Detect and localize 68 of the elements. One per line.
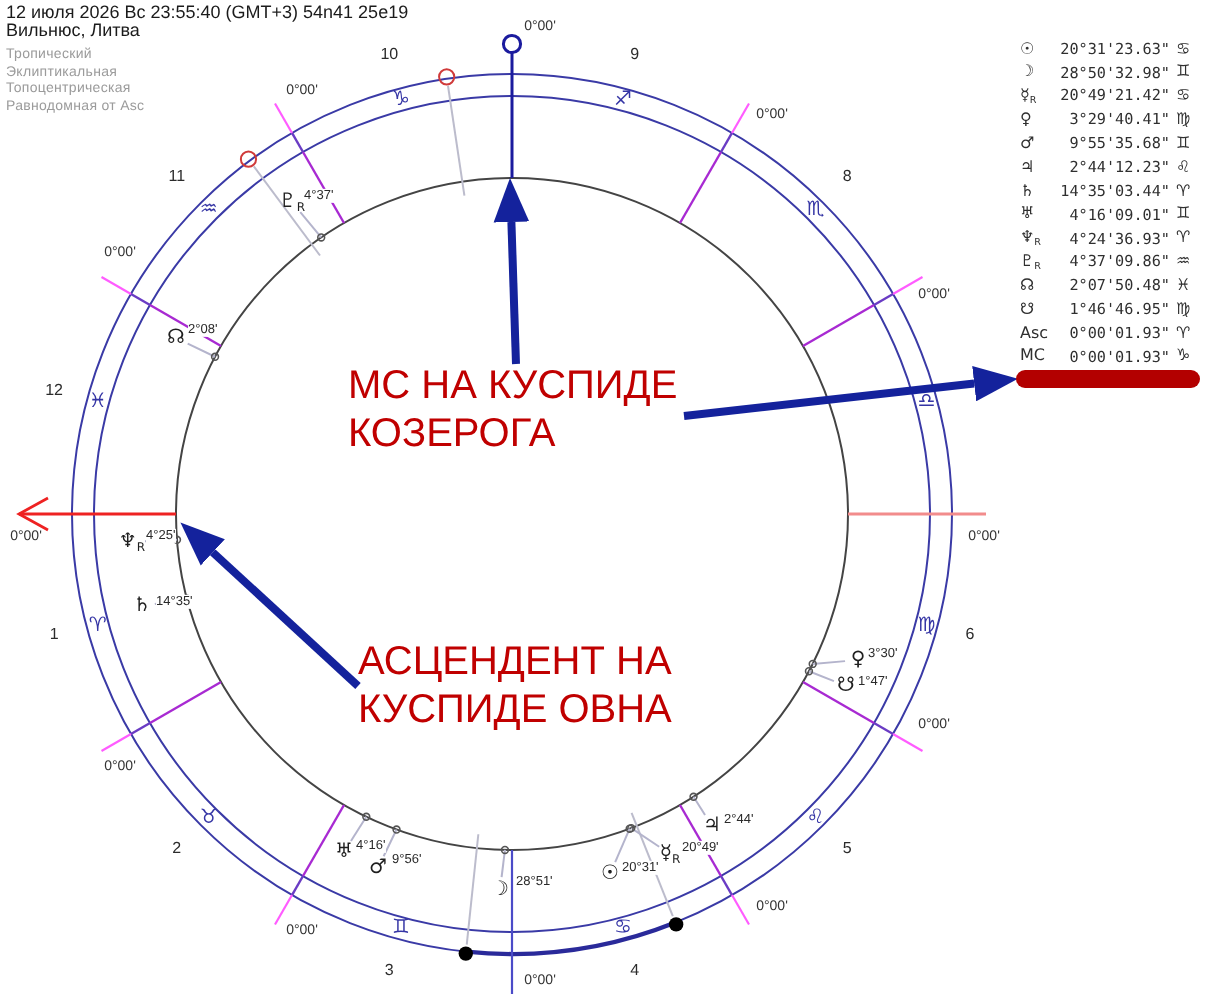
zodiac-sign: ♍ [1176,301,1191,320]
planet-symbol: ♂ [1020,135,1035,154]
zodiac-sign: ♐ [614,88,632,111]
planet-glyph: ♇$_{R}$ [278,191,306,213]
planet-glyph: ☊ [167,327,185,349]
zodiac-sign: ♓ [88,391,107,414]
house-number: 9 [630,47,640,65]
house-number: 2 [172,840,182,858]
zodiac-sign: ♊ [1176,64,1191,83]
planet-symbol: MC [1020,348,1045,367]
house-number: 12 [45,382,64,401]
zodiac-sign: ♉ [199,806,218,829]
house-number: 6 [965,627,975,646]
planet-symbol: ♃ [1020,159,1035,178]
zodiac-sign: ♈ [88,614,107,637]
zodiac-sign: ♎ [917,391,936,414]
planet-symbol: Asc [1020,325,1049,343]
zodiac-sign: ♍ [1176,112,1191,130]
zodiac-sign: ♍ [917,614,936,637]
planet-symbol: ☉ [1020,41,1035,59]
zodiac-sign: ♊ [1176,135,1191,154]
house-number: 10 [380,47,399,65]
header-text: 12 июля 2026 Вс 23:55:40 (GMT+3) 54n41 25e19 [6,3,409,21]
house-number: 3 [384,963,394,981]
planet-glyph: ☽ [491,879,509,901]
planet-symbol: ☽ [1020,64,1035,83]
planet-symbol: ♀ [1020,112,1032,130]
planet-glyph: ♂ [369,857,387,879]
zodiac-sign: ♌ [1176,159,1191,178]
annotation-text: АСЦЕНДЕНТ НА КУСПИДЕ ОВНА [358,640,678,734]
planet-symbol: ☊ [1020,277,1035,296]
arrow [683,365,1018,420]
zodiac-sign: ♋ [1176,88,1191,106]
zodiac-sign: ♓ [1176,277,1191,296]
planet-symbol: ☋ [1020,301,1035,320]
header-text: Вильнюс, Литва [6,21,140,39]
zodiac-sign: ♋ [1176,41,1191,59]
planet-glyph: ☉ [601,863,619,885]
zodiac-sign: ♈ [1176,325,1191,343]
planet-glyph: ♆$_{R}$ [118,531,146,553]
zodiac-sign: ♊ [391,917,410,940]
planet-symbol: ♄ [1020,183,1035,201]
planet-glyph: ♀ [850,649,866,671]
zodiac-sign: ♊ [1176,206,1191,225]
zodiac-sign: ♑ [391,88,410,111]
zodiac-sign: ♌ [806,806,825,829]
zodiac-sign: ♒ [199,199,218,222]
house-number: 1 [49,627,59,646]
planet-glyph: ☋ [837,675,855,697]
zodiac-sign: ♑ [1176,348,1191,367]
zodiac-sign: ♒ [1176,254,1191,272]
zodiac-sign: ♈ [1176,183,1191,201]
zodiac-sign: ♏ [806,199,825,222]
planet-symbol: ♅ [1020,206,1035,225]
planet-glyph: ♄ [133,595,151,617]
planet-glyph: ♅ [335,841,353,863]
highlight-bar [1016,370,1200,388]
planet-glyph: ♃ [703,815,721,837]
arrow [493,178,530,365]
house-number: 4 [630,963,640,981]
house-number: 11 [168,170,186,188]
house-number: 8 [842,170,852,188]
arrow [180,522,361,689]
house-number: 5 [842,840,852,858]
zodiac-sign: ♋ [614,917,632,940]
annotation-text: МС НА КУСПИДЕ КОЗЕРОГА [348,364,684,458]
planet-glyph: ☿$_{R}$ [659,843,681,865]
zodiac-sign: ♈ [1176,230,1191,249]
